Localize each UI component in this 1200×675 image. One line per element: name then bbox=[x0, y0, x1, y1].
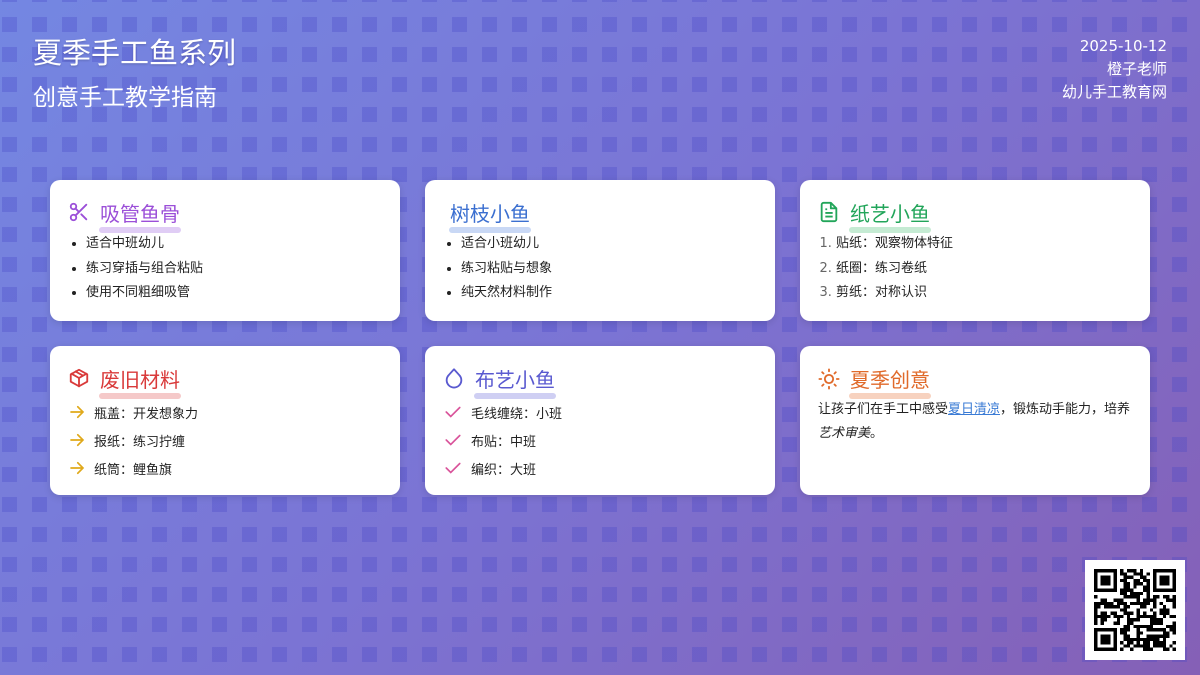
author: 橙子老师 bbox=[1106, 60, 1167, 78]
list-item: 贴纸：观察物体特征 bbox=[836, 232, 1132, 257]
summer-cool-link[interactable]: 夏日清凉 bbox=[948, 402, 1001, 417]
list-item: 毛线缠绕：小班 bbox=[443, 398, 757, 426]
arrow-right-icon bbox=[70, 433, 85, 447]
item-text: 报纸：练习拧缠 bbox=[94, 434, 186, 450]
list-item: 编织：大班 bbox=[443, 454, 757, 482]
card-recycled-materials: 废旧材料 瓶盖：开发想象力 报纸：练习拧缠 纸筒：鲤鱼旗 bbox=[50, 346, 400, 495]
text: 。 bbox=[870, 426, 884, 441]
card-paper-fish: 纸艺小鱼 贴纸：观察物体特征纸圈：练习卷纸剪纸：对称认识 bbox=[800, 180, 1150, 321]
qr-code[interactable] bbox=[1085, 560, 1185, 660]
list-item: 布贴：中班 bbox=[443, 426, 757, 454]
sun-icon bbox=[818, 367, 840, 390]
emphasis-text: 艺术审美 bbox=[818, 426, 871, 441]
list-item: 纸圈：练习卷纸 bbox=[836, 257, 1132, 282]
text: 让孩子们在手工中感受 bbox=[818, 402, 949, 417]
box-icon bbox=[68, 367, 90, 389]
check-icon bbox=[445, 462, 461, 474]
droplet-icon bbox=[443, 367, 465, 389]
check-icon bbox=[445, 434, 461, 446]
item-text: 瓶盖：开发想象力 bbox=[94, 406, 199, 422]
document-icon bbox=[818, 201, 840, 223]
card-fabric-fish: 布艺小鱼 毛线缠绕：小班 布贴：中班 编织：大班 bbox=[425, 346, 775, 495]
card-straw-fish: 吸管鱼骨 适合中班幼儿练习穿插与组合粘贴使用不同粗细吸管 bbox=[50, 180, 400, 321]
page-subtitle: 创意手工教学指南 bbox=[33, 85, 217, 111]
item-text: 纸筒：鲤鱼旗 bbox=[94, 462, 173, 478]
card-title: 纸艺小鱼 bbox=[849, 198, 931, 233]
list-item: 适合中班幼儿 bbox=[86, 232, 382, 257]
meta-info: 2025-10-12 橙子老师 幼儿手工教育网 bbox=[1062, 35, 1167, 104]
check-icon bbox=[445, 406, 461, 418]
description: 让孩子们在手工中感受夏日清凉，锻炼动手能力，培养艺术审美。 bbox=[818, 398, 1132, 446]
arrow-right-icon bbox=[70, 405, 85, 419]
card-title: 废旧材料 bbox=[99, 364, 181, 399]
scissors-icon bbox=[68, 201, 90, 223]
list-item: 瓶盖：开发想象力 bbox=[68, 398, 382, 426]
arrow-right-icon bbox=[70, 461, 85, 475]
list-item: 练习穿插与组合粘贴 bbox=[86, 257, 382, 282]
card-title: 吸管鱼骨 bbox=[99, 198, 181, 233]
item-text: 布贴：中班 bbox=[471, 434, 537, 450]
text: ，锻炼动手能力，培养 bbox=[1000, 402, 1131, 417]
date: 2025-10-12 bbox=[1079, 37, 1167, 55]
page-title: 夏季手工鱼系列 bbox=[33, 36, 237, 70]
list-item: 使用不同粗细吸管 bbox=[86, 281, 382, 306]
card-title: 树枝小鱼 bbox=[449, 198, 531, 233]
card-title: 夏季创意 bbox=[849, 364, 931, 399]
item-text: 编织：大班 bbox=[471, 462, 537, 478]
card-twig-fish: 树枝小鱼 适合小班幼儿练习粘贴与想象纯天然材料制作 bbox=[425, 180, 775, 321]
site-name: 幼儿手工教育网 bbox=[1061, 83, 1167, 101]
card-summer-creativity: 夏季创意 让孩子们在手工中感受夏日清凉，锻炼动手能力，培养艺术审美。 bbox=[800, 346, 1150, 495]
list-item: 报纸：练习拧缠 bbox=[68, 426, 382, 454]
list-item: 纸筒：鲤鱼旗 bbox=[68, 454, 382, 482]
list-item: 练习粘贴与想象 bbox=[461, 257, 757, 282]
card-title: 布艺小鱼 bbox=[474, 364, 556, 399]
list-item: 适合小班幼儿 bbox=[461, 232, 757, 257]
item-text: 毛线缠绕：小班 bbox=[471, 406, 563, 422]
list-item: 纯天然材料制作 bbox=[461, 281, 757, 306]
list-item: 剪纸：对称认识 bbox=[836, 281, 1132, 306]
